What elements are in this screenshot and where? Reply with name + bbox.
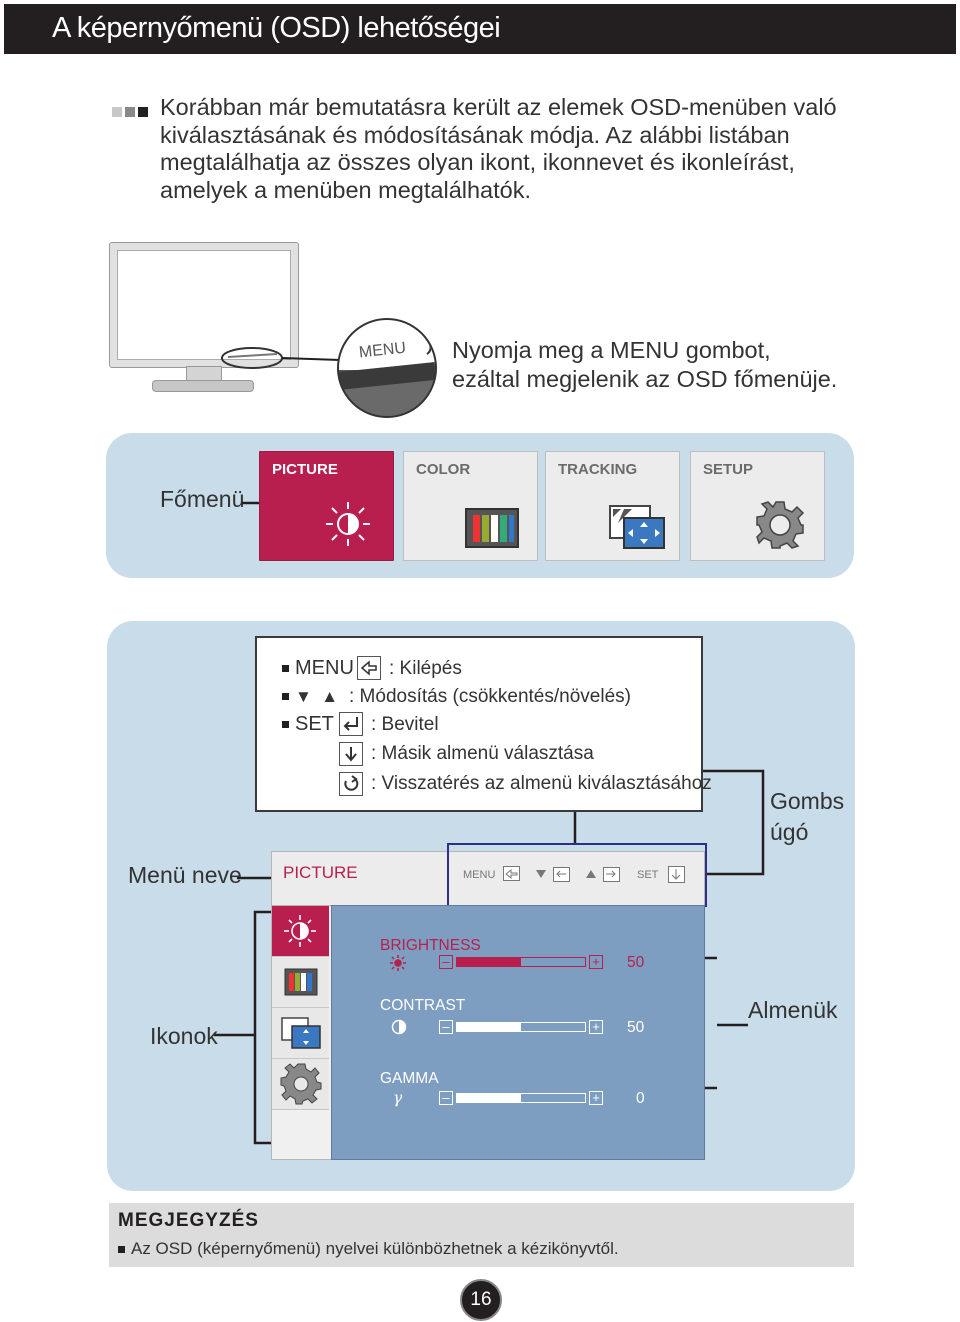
- osd-enter-icon: [668, 866, 685, 883]
- legend-arrows-row: ▼ ▲: [282, 686, 338, 708]
- enter-key-icon: [339, 712, 363, 736]
- submenus-label: Almenük: [748, 997, 838, 1023]
- monitor-screen: [117, 250, 291, 360]
- intro-bullets: [112, 104, 151, 122]
- tab-color[interactable]: COLOR: [403, 451, 538, 561]
- color-bars-icon: [465, 508, 519, 548]
- legend-set-desc: : Bevitel: [371, 714, 439, 735]
- gamma-plus-button[interactable]: +: [589, 1091, 603, 1105]
- contrast-slider[interactable]: [456, 1022, 586, 1032]
- monitor-stand-base: [152, 380, 254, 392]
- brightness-plus-button[interactable]: +: [589, 955, 603, 969]
- contrast-value: 50: [627, 1019, 645, 1036]
- brightness-slider-fill: [457, 958, 521, 966]
- brightness-label: BRIGHTNESS: [380, 937, 481, 954]
- osd-menu-button-label: MENU: [463, 869, 496, 881]
- gamma-slider[interactable]: [456, 1093, 586, 1103]
- brightness-value: 50: [627, 954, 645, 971]
- tracking-icon: [609, 505, 665, 549]
- brightness-minus-button[interactable]: –: [439, 955, 453, 969]
- title-bar: A képernyőmenü (OSD) lehetőségei: [4, 4, 956, 54]
- gear-icon: [756, 501, 805, 549]
- legend-menu-row: MENU: [282, 657, 354, 680]
- osd-icon-tracking[interactable]: [272, 1008, 329, 1059]
- intro-paragraph: Korábban már bemutatásra került az eleme…: [160, 94, 837, 203]
- note-text: Az OSD (képernyőmenü) nyelvei különbözhe…: [118, 1239, 619, 1259]
- osd-up-right-icons: [586, 867, 620, 882]
- icons-label: Ikonok: [150, 1023, 218, 1049]
- menu-instruction: Nyomja meg a MENU gombot, ezáltal megjel…: [452, 337, 838, 392]
- legend-arrows-desc: : Módosítás (csökkentés/növelés): [349, 686, 631, 707]
- button-guide-legend: [255, 636, 703, 812]
- gamma-label: GAMMA: [380, 1070, 439, 1087]
- button-guide-label: Gombs úgó: [770, 788, 845, 845]
- osd-icon-setup[interactable]: [272, 1059, 329, 1110]
- tab-setup[interactable]: SETUP: [690, 451, 825, 561]
- osd-down-left-icons: [536, 867, 570, 882]
- gamma-icon: γ: [393, 1089, 403, 1107]
- tab-picture[interactable]: PICTURE: [259, 451, 394, 561]
- sun-icon: [390, 955, 406, 971]
- page-number: 16: [460, 1279, 502, 1321]
- menu-button-zoom: MENU: [337, 318, 437, 418]
- contrast-minus-button[interactable]: –: [439, 1020, 453, 1034]
- legend-down-desc: : Másik almenü választása: [371, 743, 594, 764]
- contrast-plus-button[interactable]: +: [589, 1020, 603, 1034]
- contrast-icon: [391, 1019, 407, 1035]
- contrast-slider-fill: [457, 1023, 521, 1031]
- main-menu-label: Főmenü: [160, 486, 245, 512]
- gamma-minus-button[interactable]: –: [439, 1091, 453, 1105]
- contrast-label: CONTRAST: [380, 997, 466, 1014]
- exit-key-icon: [357, 656, 381, 680]
- down-key-icon: [339, 742, 363, 766]
- gamma-slider-fill: [457, 1094, 521, 1102]
- page-title: A képernyőmenü (OSD) lehetőségei: [52, 12, 501, 44]
- osd-exit-icon: [503, 866, 520, 881]
- legend-set-row: SET: [282, 713, 334, 736]
- legend-menu-desc: : Kilépés: [389, 658, 462, 679]
- brightness-icon: [326, 502, 370, 546]
- tab-tracking[interactable]: TRACKING: [545, 451, 680, 561]
- osd-icon-picture[interactable]: [272, 906, 329, 957]
- note-box: [109, 1203, 854, 1267]
- osd-set-button-label: SET: [637, 869, 659, 881]
- gamma-value: 0: [636, 1090, 645, 1107]
- osd-menu-name: PICTURE: [283, 863, 358, 882]
- osd-icon-color[interactable]: [272, 957, 329, 1008]
- osd-submenu-area: [331, 905, 705, 1160]
- brightness-slider[interactable]: [456, 957, 586, 967]
- return-key-icon: [339, 772, 363, 796]
- menu-name-label: Menü neve: [128, 862, 242, 888]
- legend-return-desc: : Visszatérés az almenü kiválasztásához: [371, 773, 712, 794]
- note-title: MEGJEGYZÉS: [118, 1210, 259, 1231]
